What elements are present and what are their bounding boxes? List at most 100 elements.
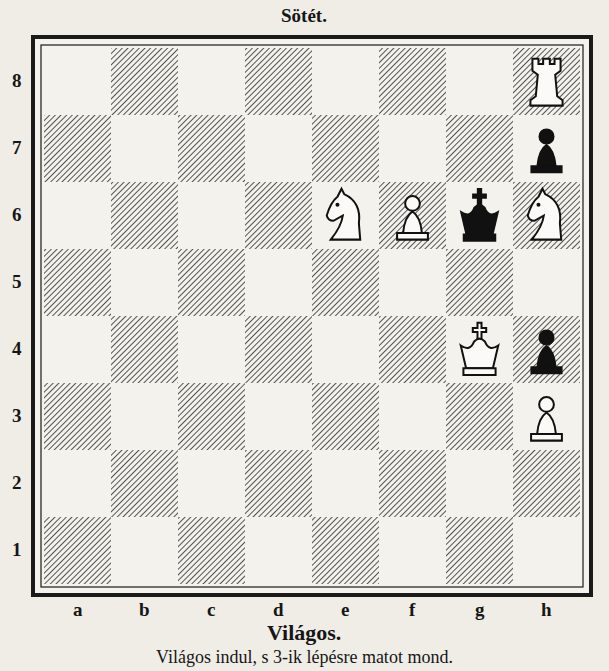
board-square [312, 48, 379, 115]
file-letter: f [409, 600, 415, 621]
piece-part [403, 211, 422, 232]
board-square [312, 182, 379, 249]
board-square [44, 182, 111, 249]
board-square [513, 383, 580, 450]
board-square [111, 450, 178, 517]
board-square [446, 249, 513, 316]
piece-part [537, 144, 556, 165]
black-king [461, 189, 499, 241]
board-square [312, 450, 379, 517]
board-square [178, 115, 245, 182]
board-square [245, 517, 312, 584]
board-square [446, 517, 513, 584]
board-square [44, 450, 111, 517]
board-square [178, 316, 245, 383]
piece-part [473, 189, 486, 205]
board-square [379, 115, 446, 182]
rank-number: 7 [12, 138, 22, 159]
piece-part [397, 233, 428, 240]
board-square [446, 182, 513, 249]
board-square [446, 450, 513, 517]
board-square [44, 383, 111, 450]
board-square [513, 115, 580, 182]
piece-part [463, 234, 495, 241]
board-square [446, 115, 513, 182]
rank-number: 3 [12, 406, 22, 427]
board-square [111, 48, 178, 115]
piece-part [327, 189, 361, 240]
board-square [111, 115, 178, 182]
board-square [379, 48, 446, 115]
board-square [111, 249, 178, 316]
white-knight [327, 189, 361, 240]
white-pawn [531, 397, 562, 441]
rank-number: 1 [12, 540, 22, 561]
side-heading: Világos. [267, 621, 341, 645]
file-letter: b [139, 600, 150, 621]
board-square [446, 48, 513, 115]
piece-part [473, 323, 486, 339]
board-square [513, 249, 580, 316]
piece-part [539, 330, 554, 345]
file-letter: e [341, 600, 349, 621]
board-square [312, 517, 379, 584]
board-square [312, 249, 379, 316]
board-square [178, 383, 245, 450]
board-square [245, 316, 312, 383]
board-square [379, 249, 446, 316]
piece-part [531, 166, 562, 173]
rank-number: 4 [12, 339, 22, 360]
board-square [245, 115, 312, 182]
board-square [379, 182, 446, 249]
board-square [178, 249, 245, 316]
board-square [513, 316, 580, 383]
black-pawn [531, 129, 562, 173]
board-square [312, 115, 379, 182]
piece-part [405, 196, 420, 211]
board-square [379, 517, 446, 584]
board-square [312, 316, 379, 383]
piece-part [536, 203, 540, 207]
board-square [111, 182, 178, 249]
board-square [44, 48, 111, 115]
side-heading: Sötét. [281, 6, 327, 27]
board-square [245, 383, 312, 450]
board-square [446, 316, 513, 383]
board-square [178, 517, 245, 584]
piece-part [528, 189, 562, 240]
board-square [379, 450, 446, 517]
board-frame [33, 37, 591, 595]
board-square [111, 383, 178, 450]
file-letter: g [475, 600, 485, 621]
board-square [245, 249, 312, 316]
piece-part [461, 205, 499, 234]
rank-number: 5 [12, 272, 22, 293]
board-square [513, 182, 580, 249]
piece-part [531, 367, 562, 374]
white-pawn [397, 196, 428, 240]
board-square [178, 450, 245, 517]
board-square [446, 383, 513, 450]
file-letter: h [541, 600, 552, 621]
board-square [312, 383, 379, 450]
board-square [44, 316, 111, 383]
board-square [245, 450, 312, 517]
board-square [111, 517, 178, 584]
board-square [513, 48, 580, 115]
piece-part [461, 339, 499, 368]
file-letter: d [273, 600, 284, 621]
board-square [513, 450, 580, 517]
rank-number: 6 [12, 205, 22, 226]
white-rook [530, 59, 562, 106]
board-square [513, 517, 580, 584]
board-square [178, 48, 245, 115]
board-square [111, 316, 178, 383]
white-knight [528, 189, 562, 240]
board-square [245, 182, 312, 249]
problem-caption: Világos indul, s 3-ik lépésre matot mond… [156, 648, 453, 668]
piece-part [537, 412, 556, 433]
piece-part [539, 397, 554, 412]
rank-number: 8 [12, 71, 22, 92]
board-square [44, 249, 111, 316]
